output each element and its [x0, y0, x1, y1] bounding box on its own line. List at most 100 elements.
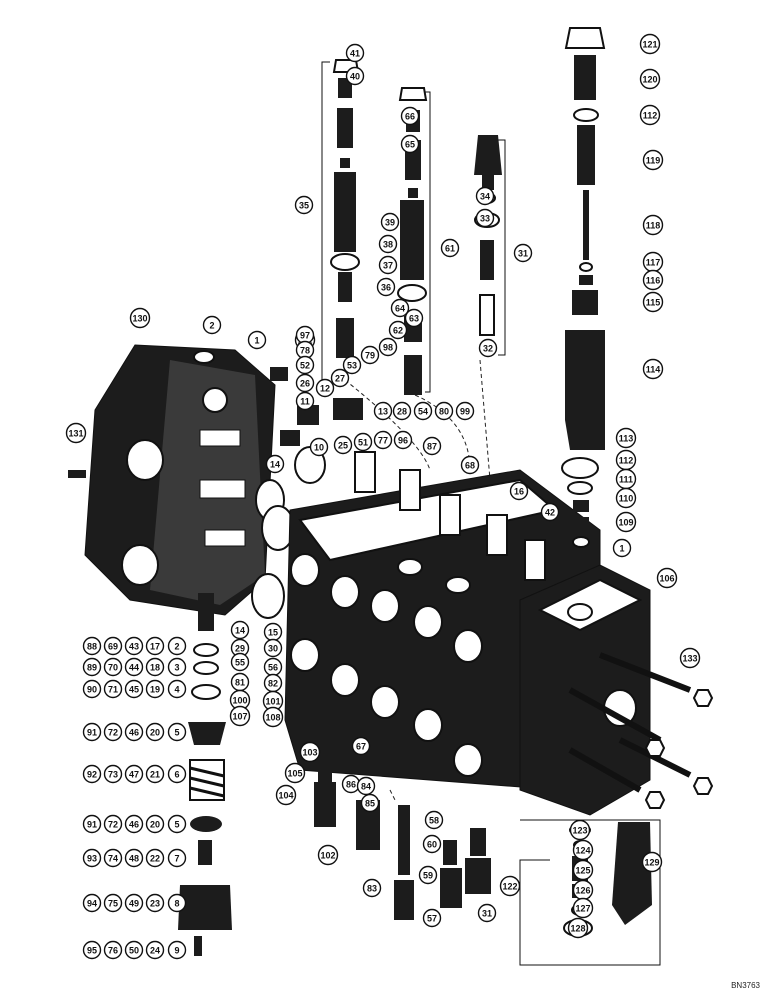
callout-19: 19: [145, 679, 165, 699]
callout-label: 34: [480, 192, 490, 202]
callout-38: 38: [378, 234, 398, 254]
callout-label: 82: [268, 679, 278, 689]
callout-circle: [167, 814, 187, 834]
callout-110: 110: [615, 487, 637, 509]
callout-circle: [82, 893, 102, 913]
callout-label: 56: [268, 663, 278, 673]
callout-label: 32: [483, 344, 493, 354]
callout-label: 90: [87, 685, 97, 695]
callout-circle: [275, 784, 297, 806]
callout-circle: [124, 636, 144, 656]
callout-25: 25: [333, 435, 353, 455]
callout-label: 75: [108, 899, 118, 909]
callout-108: 108: [262, 706, 284, 728]
callout-11: 11: [295, 391, 315, 411]
callout-label: 5: [174, 728, 179, 738]
callout-label: 85: [365, 799, 375, 809]
callout-circle: [378, 337, 398, 357]
callout-49: 49: [124, 893, 144, 913]
callout-circle: [642, 214, 664, 236]
callout-circle: [572, 839, 594, 861]
callout-label: 37: [383, 261, 393, 271]
valve-body: [284, 451, 651, 816]
callout-circle: [82, 814, 102, 834]
callout-circle: [418, 865, 438, 885]
callout-90: 90: [82, 679, 102, 699]
callout-label: 46: [129, 728, 139, 738]
callout-circle: [360, 793, 380, 813]
callout-label: 45: [129, 685, 139, 695]
callout-129: 129: [641, 851, 663, 873]
callout-37: 37: [378, 255, 398, 275]
callout-24: 24: [145, 940, 165, 960]
callout-84: 84: [356, 776, 376, 796]
callout-label: 88: [87, 642, 97, 652]
callout-112: 112: [639, 104, 661, 126]
callout-label: 58: [429, 816, 439, 826]
callout-label: 31: [482, 909, 492, 919]
callout-label: 102: [320, 851, 335, 861]
callout-label: 33: [480, 214, 490, 224]
callout-label: 61: [445, 244, 455, 254]
callout-label: 127: [575, 904, 590, 914]
callout-label: 11: [300, 397, 310, 407]
callout-circle: [103, 940, 123, 960]
callout-label: 52: [300, 361, 310, 371]
callout-53: 53: [342, 355, 362, 375]
callout-41: 41: [345, 43, 365, 63]
callout-83: 83: [362, 878, 382, 898]
callout-circle: [65, 422, 87, 444]
callout-label: 46: [129, 820, 139, 830]
callout-1: 1: [612, 538, 632, 558]
callout-label: 87: [427, 442, 437, 452]
callout-label: 70: [108, 663, 118, 673]
callout-27: 27: [330, 368, 350, 388]
callout-label: 81: [235, 678, 245, 688]
callout-label: 20: [150, 728, 160, 738]
callout-circle: [373, 430, 393, 450]
callout-104: 104: [275, 784, 297, 806]
callout-label: 42: [545, 508, 555, 518]
callout-label: 55: [235, 658, 245, 668]
callout-70: 70: [103, 657, 123, 677]
callout-126: 126: [572, 879, 594, 901]
callout-circle: [103, 722, 123, 742]
callout-51: 51: [353, 432, 373, 452]
callout-circle: [460, 455, 480, 475]
callout-118: 118: [642, 214, 664, 236]
callout-label: 95: [87, 946, 97, 956]
callout-circle: [295, 355, 315, 375]
callout-circle: [167, 764, 187, 784]
callout-circle: [82, 848, 102, 868]
callout-label: 17: [150, 642, 160, 652]
callout-circle: [145, 893, 165, 913]
callout-63: 63: [404, 308, 424, 328]
callout-label: 13: [378, 407, 388, 417]
callout-125: 125: [572, 859, 594, 881]
callout-circle: [317, 844, 339, 866]
callout-circle: [569, 819, 591, 841]
callout-label: 92: [87, 770, 97, 780]
callout-circle: [167, 657, 187, 677]
callout-circle: [124, 848, 144, 868]
callout-91: 91: [82, 722, 102, 742]
callout-label: 96: [398, 436, 408, 446]
callout-5: 5: [167, 722, 187, 742]
callout-label: 6: [174, 770, 179, 780]
callout-72: 72: [103, 814, 123, 834]
callout-label: 89: [87, 663, 97, 673]
callout-29: 29: [230, 638, 250, 658]
callout-label: 27: [335, 374, 345, 384]
callout-label: 91: [87, 820, 97, 830]
callout-106: 106: [656, 567, 678, 589]
callout-label: 35: [299, 201, 309, 211]
callout-122: 122: [499, 875, 521, 897]
callout-20: 20: [145, 814, 165, 834]
callout-23: 23: [145, 893, 165, 913]
callout-circle: [422, 834, 442, 854]
callout-label: 108: [265, 713, 280, 723]
callout-circle: [124, 722, 144, 742]
callout-22: 22: [145, 848, 165, 868]
callout-34: 34: [475, 186, 495, 206]
callout-label: 44: [129, 663, 139, 673]
